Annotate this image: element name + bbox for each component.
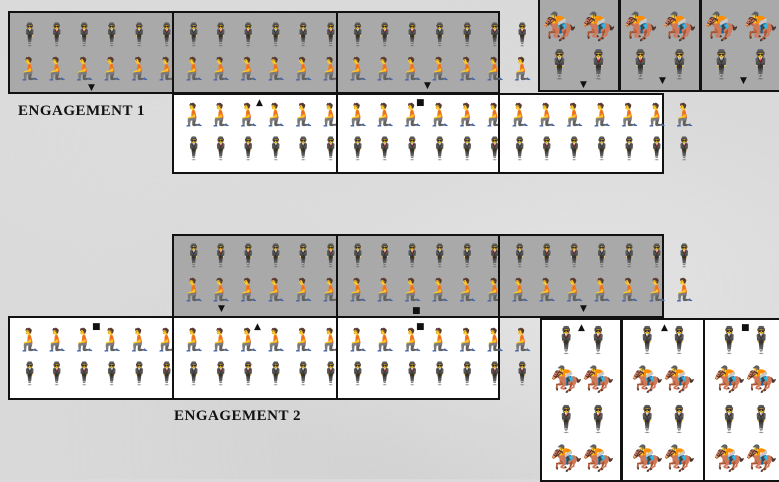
command-marker-square-icon: ■ bbox=[92, 322, 101, 332]
command-marker-down-icon: ▼ bbox=[740, 76, 747, 86]
e1-grey-cavalry-3: 🏇🏇 🕴🕴 ▼ bbox=[700, 0, 779, 92]
e2-white-cavalry-1: 🕴🕴 🏇🏇 🕴🕴 🏇🏇 ▲ bbox=[540, 318, 622, 482]
engagement-1-label: ENGAGEMENT 1 bbox=[18, 103, 145, 120]
figure-row: 🕴🕴🕴🕴🕴🕴🕴 bbox=[506, 246, 656, 268]
e2-white-cavalry-2: 🕴🕴 🏇🏇 🕴🕴 🏇🏇 ▲ bbox=[621, 318, 705, 482]
figure-row: 🧎🧎🧎🧎🧎🧎🧎 bbox=[344, 59, 492, 81]
engagement-2-label: ENGAGEMENT 2 bbox=[174, 408, 301, 425]
figure-row: 🏇🏇 bbox=[621, 10, 699, 44]
figure-row: 🕴🕴🕴🕴🕴🕴🕴 bbox=[344, 25, 492, 47]
figure-row: 🏇🏇 bbox=[702, 10, 779, 44]
e1-grey-unit-2: 🕴🕴🕴🕴🕴🕴🕴 🧎🧎🧎🧎🧎🧎🧎 bbox=[172, 11, 338, 94]
figure-row: 🕴🕴🕴🕴🕴🕴🕴 bbox=[180, 364, 330, 386]
e2-white-cavalry-3: 🕴🕴 🏇🏇 🕴🕴 🏇🏇 ■ bbox=[703, 318, 779, 482]
e2-grey-unit-1: 🕴🕴🕴🕴🕴🕴🕴 🧎🧎🧎🧎🧎🧎🧎 ▼ bbox=[172, 234, 338, 318]
e2-grey-unit-3: 🕴🕴🕴🕴🕴🕴🕴 🧎🧎🧎🧎🧎🧎🧎 ▼ bbox=[498, 234, 664, 318]
figure-row: 🕴🕴🕴🕴🕴🕴🕴 bbox=[16, 25, 166, 47]
figure-row: 🕴🕴 bbox=[540, 48, 618, 82]
command-marker-down-icon: ▼ bbox=[659, 76, 666, 86]
figure-row: 🕴🕴🕴🕴🕴🕴🕴 bbox=[344, 139, 492, 161]
command-marker-square-icon: ■ bbox=[412, 306, 421, 316]
command-marker-square-icon: ■ bbox=[741, 323, 750, 333]
command-marker-up-icon: ▲ bbox=[578, 323, 585, 333]
e1-grey-unit-3: 🕴🕴🕴🕴🕴🕴🕴 🧎🧎🧎🧎🧎🧎🧎 ▼ bbox=[336, 11, 500, 94]
e1-white-unit-1: 🧎🧎🧎🧎🧎🧎🧎 🕴🕴🕴🕴🕴🕴🕴 ▲ bbox=[172, 93, 338, 174]
figure-row: 🧎🧎🧎🧎🧎🧎🧎 bbox=[180, 59, 330, 81]
figure-column: 🕴🕴 🏇🏇 🕴🕴 🏇🏇 bbox=[550, 328, 612, 472]
e1-white-unit-3: 🧎🧎🧎🧎🧎🧎🧎 🕴🕴🕴🕴🕴🕴🕴 bbox=[498, 93, 664, 174]
command-marker-down-icon: ▼ bbox=[424, 81, 431, 91]
figure-row: 🕴🕴🕴🕴🕴🕴🕴 bbox=[16, 364, 166, 386]
command-marker-up-icon: ▲ bbox=[661, 323, 668, 333]
figure-row: 🕴🕴🕴🕴🕴🕴🕴 bbox=[180, 246, 330, 268]
figure-row: 🧎🧎🧎🧎🧎🧎🧎 bbox=[344, 330, 492, 352]
figure-row: 🧎🧎🧎🧎🧎🧎🧎 bbox=[16, 59, 166, 81]
command-marker-up-icon: ▲ bbox=[254, 322, 261, 332]
figure-row: 🧎🧎🧎🧎🧎🧎🧎 bbox=[180, 105, 330, 127]
figure-row: 🧎🧎🧎🧎🧎🧎🧎 bbox=[344, 280, 492, 302]
command-marker-square-icon: ■ bbox=[416, 322, 425, 332]
command-marker-up-icon: ▲ bbox=[256, 98, 263, 108]
command-marker-square-icon: ■ bbox=[416, 98, 425, 108]
figure-row: 🕴🕴🕴🕴🕴🕴🕴 bbox=[344, 364, 492, 386]
figure-row: 🧎🧎🧎🧎🧎🧎🧎 bbox=[344, 105, 492, 127]
figure-row: 🕴🕴🕴🕴🕴🕴🕴 bbox=[180, 139, 330, 161]
command-marker-down-icon: ▼ bbox=[580, 80, 587, 90]
e1-grey-cavalry-2: 🏇🏇 🕴🕴 ▼ bbox=[619, 0, 701, 92]
figure-row: 🕴🕴🕴🕴🕴🕴🕴 bbox=[506, 139, 656, 161]
e2-white-unit-2: 🧎🧎🧎🧎🧎🧎🧎 🕴🕴🕴🕴🕴🕴🕴 ▲ bbox=[172, 316, 338, 400]
figure-row: 🧎🧎🧎🧎🧎🧎🧎 bbox=[180, 330, 330, 352]
figure-row: 🧎🧎🧎🧎🧎🧎🧎 bbox=[506, 280, 656, 302]
command-marker-down-icon: ▼ bbox=[218, 304, 225, 314]
e2-white-unit-1: 🧎🧎🧎🧎🧎🧎🧎 🕴🕴🕴🕴🕴🕴🕴 ■ bbox=[8, 316, 174, 400]
e1-grey-cavalry-1: 🏇🏇 🕴🕴 ▼ bbox=[538, 0, 620, 92]
figure-row: 🏇🏇 bbox=[540, 10, 618, 44]
e2-white-unit-3: 🧎🧎🧎🧎🧎🧎🧎 🕴🕴🕴🕴🕴🕴🕴 ■ bbox=[336, 316, 500, 400]
figure-column: 🕴🕴 🏇🏇 🕴🕴 🏇🏇 bbox=[631, 328, 695, 472]
figure-row: 🕴🕴🕴🕴🕴🕴🕴 bbox=[344, 246, 492, 268]
e1-white-unit-2: 🧎🧎🧎🧎🧎🧎🧎 🕴🕴🕴🕴🕴🕴🕴 ■ bbox=[336, 93, 500, 174]
figure-row: 🧎🧎🧎🧎🧎🧎🧎 bbox=[506, 105, 656, 127]
e1-grey-unit-1: 🕴🕴🕴🕴🕴🕴🕴 🧎🧎🧎🧎🧎🧎🧎 ▼ bbox=[8, 11, 174, 94]
figure-row: 🧎🧎🧎🧎🧎🧎🧎 bbox=[180, 280, 330, 302]
figure-column: 🕴🕴 🏇🏇 🕴🕴 🏇🏇 bbox=[713, 328, 775, 472]
figure-row: 🧎🧎🧎🧎🧎🧎🧎 bbox=[16, 330, 166, 352]
command-marker-down-icon: ▼ bbox=[88, 83, 95, 93]
e2-grey-unit-2: 🕴🕴🕴🕴🕴🕴🕴 🧎🧎🧎🧎🧎🧎🧎 ■ bbox=[336, 234, 500, 318]
figure-row: 🕴🕴🕴🕴🕴🕴🕴 bbox=[180, 25, 330, 47]
command-marker-down-icon: ▼ bbox=[580, 304, 587, 314]
